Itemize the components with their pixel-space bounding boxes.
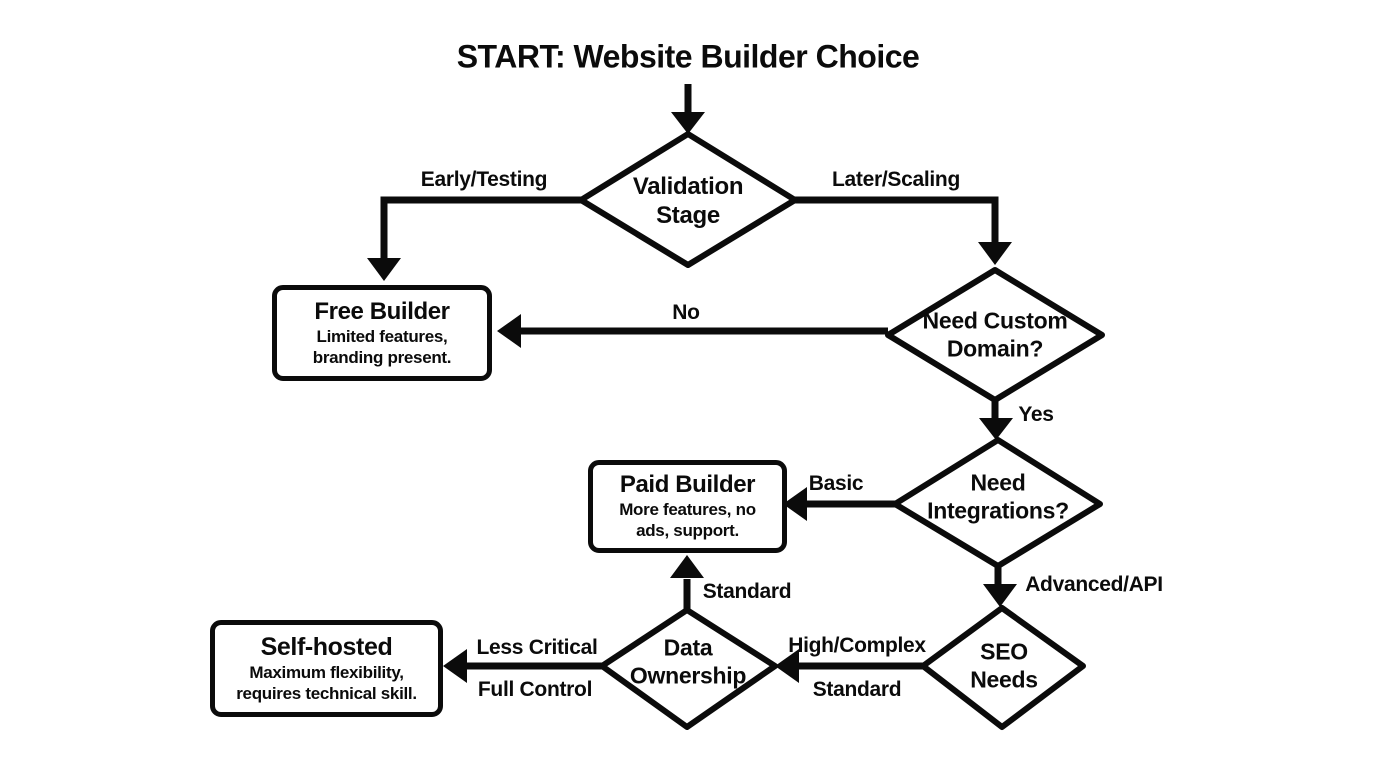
free-builder-description: Limited features, branding present. (312, 326, 452, 367)
arrowhead-validation-to-free (367, 258, 401, 281)
edge-label-standard-to-data: Standard (812, 678, 902, 701)
arrowhead-validation-to-domain (978, 242, 1012, 265)
free-builder-title: Free Builder (314, 297, 450, 325)
diamond-need-custom-domain (885, 267, 1105, 403)
label-need-integrations: Need Integrations? (927, 469, 1069, 523)
label-need-custom-domain: Need Custom Domain? (922, 307, 1068, 361)
label-data-ownership: Data Ownership (629, 634, 747, 688)
edge-label-high-complex: High/Complex (788, 634, 926, 657)
edge-label-early-testing: Early/Testing (420, 168, 548, 191)
arrowhead-integrations-to-paid (783, 487, 807, 521)
edge-label-full-control: Full Control (477, 678, 593, 701)
edge-label-basic: Basic (808, 472, 864, 495)
edge-label-standard-to-paid: Standard (702, 580, 792, 603)
node-free-builder: Free Builder Limited features, branding … (272, 285, 492, 381)
diamond-validation-stage (578, 131, 798, 268)
edge-label-later-scaling: Later/Scaling (832, 168, 960, 191)
arrowhead-data-to-selfhosted (443, 649, 467, 683)
arrowhead-seo-to-data (775, 649, 799, 683)
paid-builder-title: Paid Builder (619, 471, 756, 499)
node-self-hosted: Self-hosted Maximum flexibility, require… (210, 620, 443, 717)
edge-lines (380, 84, 1002, 670)
page-title: START: Website Builder Choice (456, 38, 920, 75)
decision-diamonds (578, 131, 1105, 730)
diamond-seo-needs (920, 605, 1086, 730)
label-seo-needs: SEO Needs (970, 638, 1038, 692)
node-paid-builder: Paid Builder More features, no ads, supp… (588, 460, 787, 553)
arrowhead-integrations-to-seo (983, 584, 1017, 607)
self-hosted-description: Maximum flexibility, requires technical … (236, 662, 417, 703)
edge-arrowheads (367, 112, 1017, 683)
edge-label-yes: Yes (1018, 403, 1054, 426)
edge-label-advanced-api: Advanced/API (1025, 573, 1163, 596)
edge-label-no: No (672, 301, 700, 324)
paid-builder-description: More features, no ads, support. (619, 500, 756, 541)
arrowhead-domain-to-free (497, 314, 521, 348)
edge-validation-to-free-line (380, 196, 581, 259)
edge-validation-to-domain-line (795, 196, 999, 242)
arrowhead-title-to-validation (671, 112, 705, 134)
arrowhead-data-to-paid (670, 555, 704, 578)
diamond-data-ownership (599, 607, 778, 730)
arrowhead-domain-to-integrations (979, 418, 1013, 440)
diamond-need-integrations (892, 437, 1103, 569)
self-hosted-title: Self-hosted (260, 632, 393, 661)
label-validation-stage: Validation Stage (632, 173, 744, 229)
edge-label-less-critical: Less Critical (476, 636, 598, 659)
